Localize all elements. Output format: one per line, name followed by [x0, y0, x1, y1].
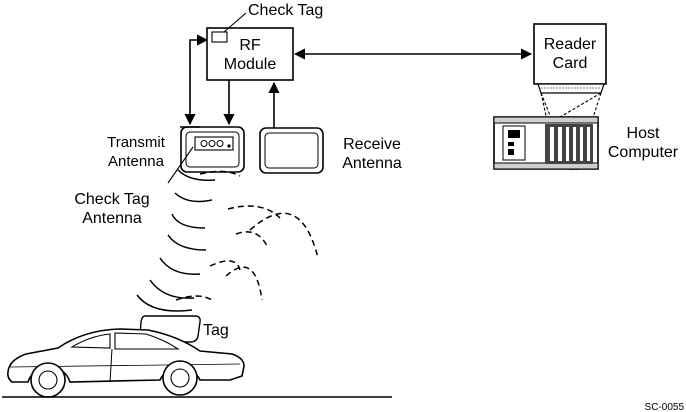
rf-waves: [137, 170, 318, 311]
check-tag-label: Check Tag: [248, 2, 323, 19]
transmit-antenna-label-line1: Transmit: [107, 134, 166, 151]
rf-module-label-line2: Module: [224, 56, 277, 73]
host-computer-label-line1: Host: [627, 125, 660, 142]
connections: [180, 40, 531, 128]
transmit-antenna-label-line2: Antenna: [108, 153, 165, 170]
receive-antenna-label-line2: Antenna: [342, 155, 402, 172]
figure-code: SC-0055: [645, 402, 685, 412]
rack-computer-icon: [494, 117, 598, 169]
reader-card-box: [534, 24, 606, 84]
antenna-panel-icon: [260, 128, 323, 173]
receive-antenna-label-line1: Receive: [343, 136, 401, 153]
check-tag: Check Tag: [212, 2, 323, 42]
tag-label: Tag: [203, 322, 229, 339]
rf-module-label-line1: RF: [239, 37, 261, 54]
host-computer-label-line2: Computer: [608, 144, 679, 161]
check-tag-antenna-label-line1: Check Tag: [74, 191, 149, 208]
reader-card: Reader Card: [534, 24, 606, 93]
reader-card-label-line2: Card: [553, 55, 588, 72]
check-tag-antenna-label-line2: Antenna: [82, 210, 142, 227]
transmit-antenna: Transmit Antenna: [107, 127, 244, 172]
rf-module: RF Module: [207, 28, 293, 80]
receive-antenna: Receive Antenna: [260, 128, 402, 173]
reader-card-label-line1: Reader: [544, 36, 597, 53]
host-computer: Host Computer: [494, 117, 679, 169]
check-tag-loop-arrow: [190, 40, 207, 124]
car-icon: [8, 329, 244, 397]
check-tag-box: [212, 32, 227, 42]
